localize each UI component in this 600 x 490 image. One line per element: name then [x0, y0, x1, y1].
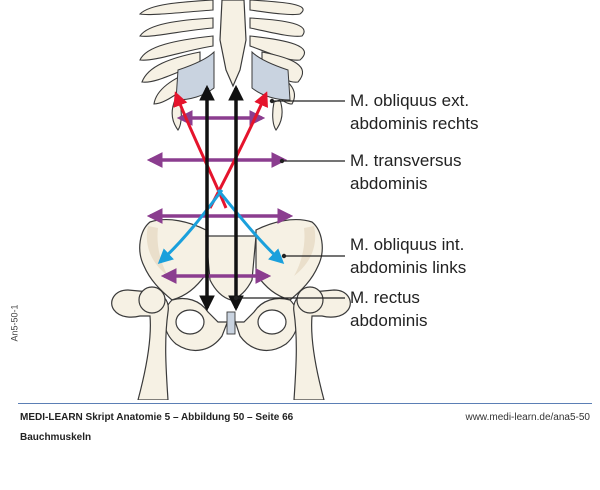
caption-divider: [18, 403, 592, 404]
label-line: abdominis: [350, 174, 428, 193]
label-line: abdominis: [350, 311, 428, 330]
label-line: M. obliquus int.: [350, 235, 465, 254]
obliquus-int-arrow: [216, 189, 285, 265]
label-line: M. rectus: [350, 288, 420, 307]
label-line: M. obliquus ext.: [350, 91, 470, 110]
leader-lines: [233, 98, 345, 301]
transversus-arrows: [146, 110, 294, 284]
caption-title: MEDI-LEARN Skript Anatomie 5 – Abbildung…: [20, 412, 294, 423]
label-line: abdominis rechts: [350, 114, 479, 133]
label-line: M. transversus: [350, 151, 462, 170]
rectus-arrows: [199, 84, 244, 312]
obliquus-int-arrows: [157, 189, 285, 265]
femurs: [111, 286, 351, 400]
label-obliquus-ext: M. obliquus ext. abdominis rechts: [350, 89, 479, 135]
obliquus-int-arrow: [157, 189, 224, 265]
pelvis: [139, 218, 323, 352]
caption-url: www.medi-learn.de/ana5-50: [465, 412, 590, 423]
label-rectus: M. rectus abdominis: [350, 286, 428, 332]
label-obliquus-int: M. obliquus int. abdominis links: [350, 233, 466, 279]
caption-subtitle: Bauchmuskeln: [20, 432, 92, 443]
label-line: abdominis links: [350, 258, 467, 277]
label-transversus: M. transversus abdominis: [350, 149, 461, 195]
abdominal-muscles-illustration: [111, 0, 351, 400]
figure-code: An5-50-1: [9, 304, 20, 342]
sternum: [219, 0, 247, 88]
